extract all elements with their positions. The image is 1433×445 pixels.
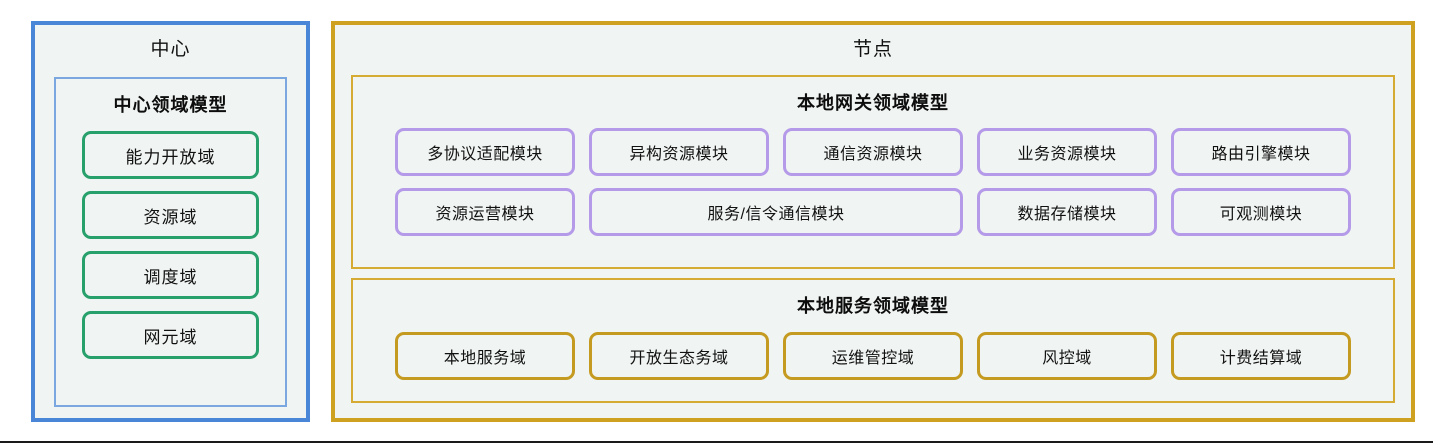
center-domain-item-scheduling[interactable]: 调度域 [82,251,259,299]
module-resource-operation[interactable]: 资源运营模块 [395,188,575,236]
service-domain-model-section: 本地服务领域模型 本地服务域 开放生态务域 运维管控域 风控域 计费结算域 [351,278,1395,403]
center-panel: 中心 中心领域模型 能力开放域 资源域 调度域 网元域 [31,21,310,422]
domain-risk-control[interactable]: 风控域 [977,332,1157,380]
module-service-signaling-communication[interactable]: 服务/信令通信模块 [589,188,963,236]
page-bottom-rule [0,441,1433,443]
gateway-module-row-1: 多协议适配模块 异构资源模块 通信资源模块 业务资源模块 路由引擎模块 [353,128,1393,176]
service-module-row-1: 本地服务域 开放生态务域 运维管控域 风控域 计费结算域 [353,332,1393,380]
module-routing-engine[interactable]: 路由引擎模块 [1171,128,1351,176]
module-data-storage[interactable]: 数据存储模块 [977,188,1157,236]
node-panel: 节点 本地网关领域模型 多协议适配模块 异构资源模块 通信资源模块 业务资源模块… [331,21,1415,422]
center-domain-item-label: 能力开放域 [125,147,216,167]
gateway-domain-model-title: 本地网关领域模型 [797,93,949,113]
module-label: 异构资源模块 [629,146,729,163]
gateway-module-row-2: 资源运营模块 服务/信令通信模块 数据存储模块 可观测模块 [353,188,1393,236]
center-domain-item-label: 资源域 [143,207,198,227]
domain-open-ecosystem[interactable]: 开放生态务域 [589,332,769,380]
module-label: 数据存储模块 [1017,206,1117,223]
module-label: 多协议适配模块 [427,146,543,163]
module-multi-protocol-adapter[interactable]: 多协议适配模块 [395,128,575,176]
module-label: 通信资源模块 [823,146,923,163]
domain-billing-settlement[interactable]: 计费结算域 [1171,332,1351,380]
domain-label: 本地服务域 [443,350,527,367]
domain-label: 运维管控域 [831,350,915,367]
center-domain-item-label: 调度域 [143,267,198,287]
node-panel-title: 节点 [852,39,893,60]
domain-label: 风控域 [1042,350,1092,367]
module-label: 路由引擎模块 [1211,146,1311,163]
gateway-domain-model-section: 本地网关领域模型 多协议适配模块 异构资源模块 通信资源模块 业务资源模块 路由… [351,75,1395,269]
service-domain-model-title: 本地服务领域模型 [797,296,949,316]
module-observability[interactable]: 可观测模块 [1171,188,1351,236]
center-domain-item-label: 网元域 [143,327,198,347]
module-business-resource[interactable]: 业务资源模块 [977,128,1157,176]
module-communication-resource[interactable]: 通信资源模块 [783,128,963,176]
module-heterogeneous-resource[interactable]: 异构资源模块 [589,128,769,176]
domain-label: 开放生态务域 [629,350,729,367]
domain-operations-management[interactable]: 运维管控域 [783,332,963,380]
module-label: 资源运营模块 [435,206,535,223]
center-panel-title: 中心 [150,39,191,60]
center-domain-model-box: 中心领域模型 能力开放域 资源域 调度域 网元域 [54,77,287,407]
module-label: 服务/信令通信模块 [707,206,845,223]
module-label: 业务资源模块 [1017,146,1117,163]
module-label: 可观测模块 [1219,206,1303,223]
center-domain-item-network-element[interactable]: 网元域 [82,311,259,359]
center-domain-item-capability[interactable]: 能力开放域 [82,131,259,179]
center-domain-model-title: 中心领域模型 [113,95,228,115]
center-domain-item-resource[interactable]: 资源域 [82,191,259,239]
domain-label: 计费结算域 [1219,350,1303,367]
domain-local-service[interactable]: 本地服务域 [395,332,575,380]
center-domain-list: 能力开放域 资源域 调度域 网元域 [56,131,285,359]
